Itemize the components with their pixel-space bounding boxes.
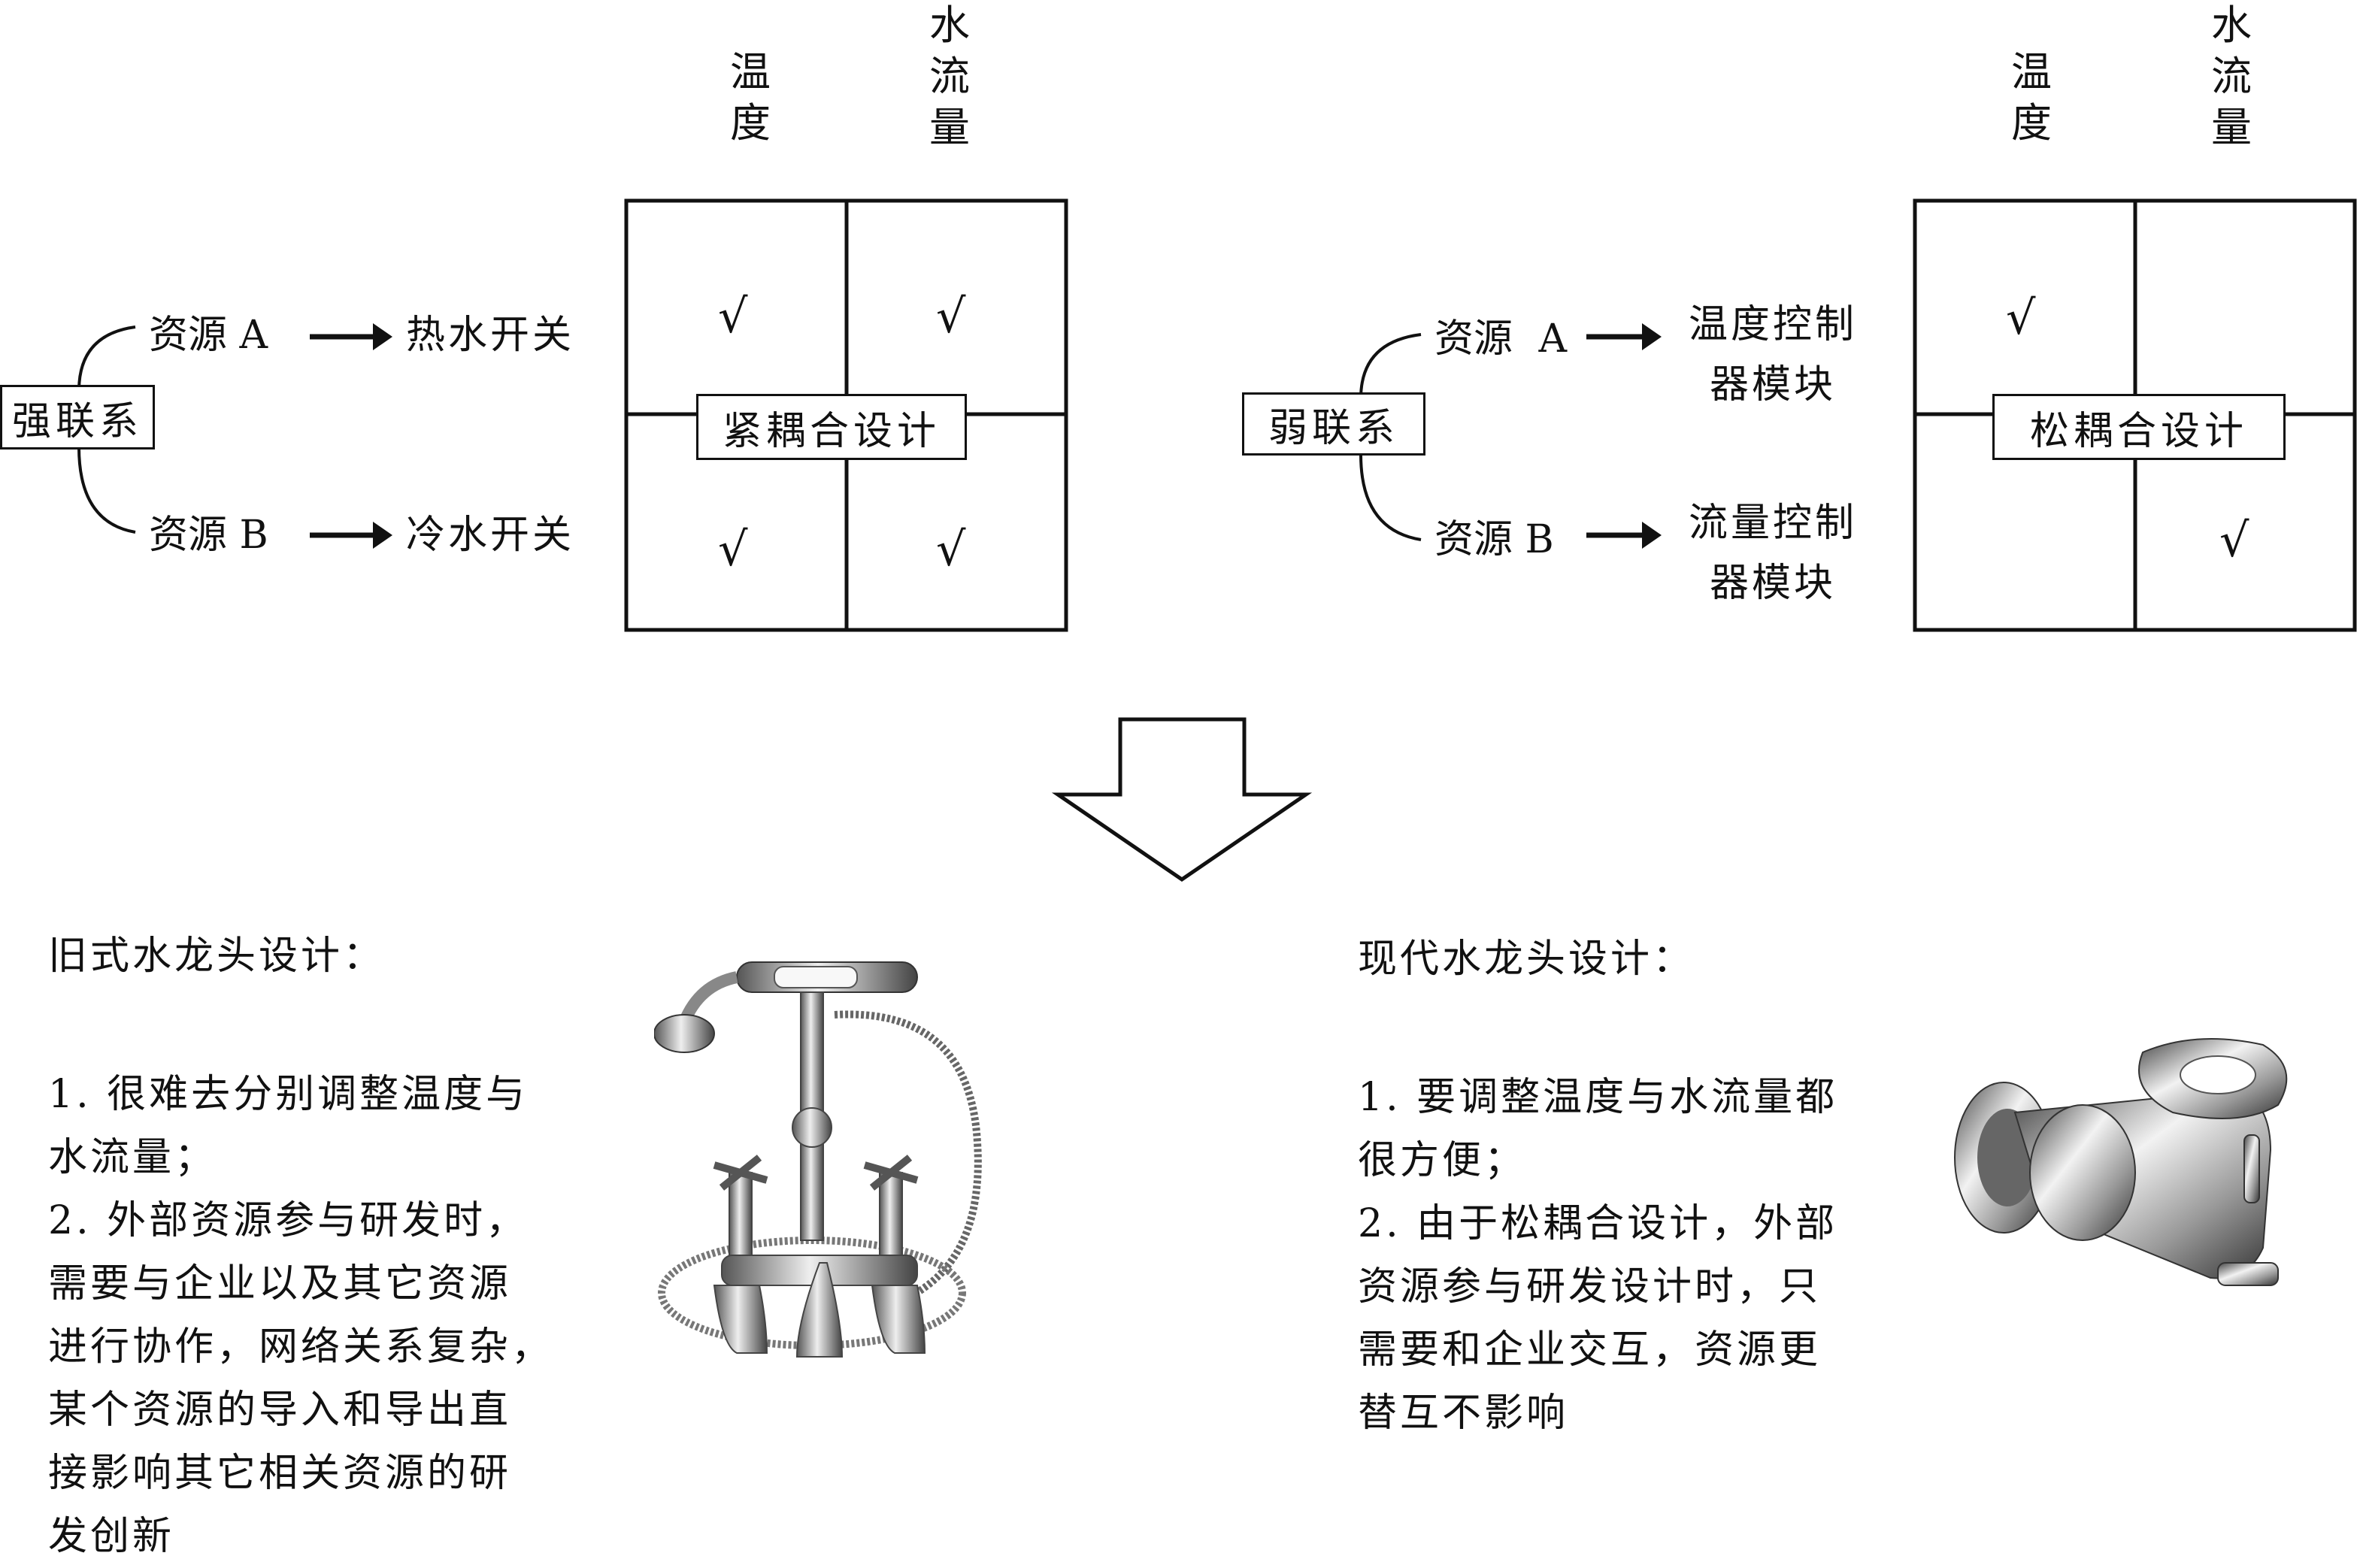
label-line: 温度控制 bbox=[1689, 302, 1858, 347]
loose-coupling-label-box: 松耦合设计 bbox=[1992, 394, 2286, 460]
header-char: 水 bbox=[929, 2, 970, 49]
header-char: 度 bbox=[730, 99, 771, 147]
new-design-line: 很方便； bbox=[1358, 1138, 1527, 1183]
old-design-line: 某个资源的导入和导出直 bbox=[48, 1388, 512, 1433]
check-mark-icon: √ bbox=[936, 522, 966, 577]
temperature-controller-module-label: 温度控制 器模块 bbox=[1689, 295, 1857, 415]
resource-b-label: 资源 B bbox=[149, 513, 268, 558]
label-line: 器模块 bbox=[1710, 362, 1837, 407]
old-design-line: 接影响其它相关资源的研 bbox=[48, 1451, 512, 1496]
hot-water-switch-label: 热水开关 bbox=[406, 313, 575, 358]
loose-coupling-label: 松耦合设计 bbox=[2029, 408, 2248, 454]
down-arrow-icon bbox=[1051, 717, 1313, 882]
arrow-icon bbox=[310, 323, 392, 549]
new-design-line: 替互不影响 bbox=[1358, 1391, 1569, 1436]
check-mark-icon: √ bbox=[936, 289, 966, 344]
check-mark-icon: √ bbox=[2006, 290, 2036, 345]
resource-b-label: 资源 B bbox=[1434, 517, 1554, 562]
new-design-line: 资源参与研发设计时，只 bbox=[1358, 1264, 1822, 1309]
header-char: 流 bbox=[2211, 53, 2252, 100]
weak-relation-upper-branch bbox=[1359, 333, 1422, 399]
new-design-title: 现代水龙头设计： bbox=[1358, 937, 1695, 982]
old-faucet-design-text: 旧式水龙头设计： 1. 很难去分别调整温度与 水流量； 2. 外部资源参与研发时… bbox=[48, 925, 553, 1568]
header-char: 流 bbox=[929, 53, 970, 100]
old-design-line: 2. 外部资源参与研发时， bbox=[48, 1198, 529, 1243]
strong-relation-box: 强联系 bbox=[0, 385, 155, 450]
weak-relation-box: 弱联系 bbox=[1242, 392, 1425, 456]
check-mark-icon: √ bbox=[718, 289, 748, 344]
label-line: 流量控制 bbox=[1689, 501, 1858, 546]
tight-coupling-label-box: 紧耦合设计 bbox=[696, 394, 967, 460]
modern-faucet-design-text: 现代水龙头设计： 1. 要调整温度与水流量都 很方便； 2. 由于松耦合设计，外… bbox=[1358, 928, 1837, 1445]
weak-relation-lower-branch bbox=[1359, 454, 1422, 541]
header-char: 水 bbox=[2211, 2, 2252, 49]
column-header-flow: 水 流 量 bbox=[2209, 0, 2254, 153]
header-char: 温 bbox=[2011, 48, 2052, 95]
column-header-flow: 水 流 量 bbox=[927, 0, 972, 153]
old-design-line: 发创新 bbox=[48, 1514, 175, 1559]
old-design-line: 需要与企业以及其它资源 bbox=[48, 1261, 512, 1306]
column-header-temperature: 温 度 bbox=[728, 47, 773, 149]
strong-relation-upper-branch bbox=[77, 325, 136, 392]
old-faucet-image bbox=[654, 961, 982, 1358]
modern-faucet-image bbox=[1954, 1038, 2288, 1286]
old-design-line: 水流量； bbox=[48, 1135, 217, 1180]
tight-coupling-label: 紧耦合设计 bbox=[722, 408, 941, 454]
column-header-temperature: 温 度 bbox=[2009, 47, 2054, 149]
strong-relation-lower-branch bbox=[77, 446, 136, 534]
weak-relation-label: 弱联系 bbox=[1268, 405, 1399, 451]
cold-water-switch-label: 冷水开关 bbox=[406, 513, 575, 558]
header-char: 温 bbox=[730, 48, 771, 95]
new-design-line: 2. 由于松耦合设计，外部 bbox=[1358, 1201, 1838, 1246]
resource-a-label: 资源 A bbox=[149, 313, 268, 358]
arrow-icon bbox=[1586, 323, 1662, 549]
check-mark-icon: √ bbox=[2219, 513, 2249, 568]
header-char: 度 bbox=[2011, 99, 2052, 147]
new-design-line: 需要和企业交互，资源更 bbox=[1358, 1327, 1822, 1373]
label-line: 器模块 bbox=[1710, 561, 1837, 606]
new-design-line: 1. 要调整温度与水流量都 bbox=[1358, 1075, 1838, 1120]
resource-a-label: 资源 A bbox=[1434, 316, 1568, 362]
check-mark-icon: √ bbox=[718, 522, 748, 577]
strong-relation-label: 强联系 bbox=[11, 398, 143, 444]
header-char: 量 bbox=[2211, 104, 2252, 151]
old-design-title: 旧式水龙头设计： bbox=[48, 934, 386, 979]
header-char: 量 bbox=[929, 104, 970, 151]
flow-controller-module-label: 流量控制 器模块 bbox=[1689, 493, 1857, 613]
old-design-line: 1. 很难去分别调整温度与 bbox=[48, 1072, 529, 1117]
old-design-line: 进行协作，网络关系复杂， bbox=[48, 1324, 554, 1370]
